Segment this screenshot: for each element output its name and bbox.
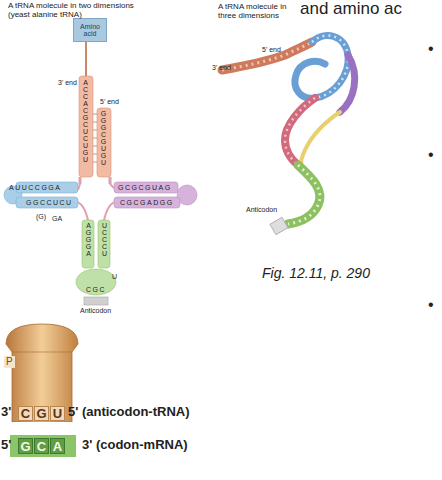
end-label: 3' end: [212, 64, 231, 72]
helix-anticodon: [288, 165, 320, 224]
site-rim: [12, 352, 72, 353]
t-arm-strand: [114, 182, 178, 193]
helix-stem: [285, 98, 315, 165]
base-sequence: AUUCCGGA: [9, 184, 61, 192]
anticodon-base: U: [50, 406, 65, 421]
base-letter: A: [53, 440, 62, 453]
anticodon-base: G: [34, 406, 49, 421]
part-label: Anticodon: [246, 206, 277, 214]
svg-shape: [93, 138, 97, 139]
site-letter: P: [4, 356, 15, 368]
codon-base: G: [18, 438, 33, 454]
base-sequence: CGC: [86, 286, 106, 294]
base-sequence: GCGCGUAG: [118, 184, 172, 192]
end-label: 3' end: [58, 79, 77, 87]
junction: [80, 177, 110, 184]
helix-d-arm: [295, 36, 348, 99]
svg-shape: [93, 114, 97, 115]
anticodon-strand: [98, 220, 110, 268]
base-sequence: AGGGA: [85, 222, 92, 257]
amino-link: [85, 42, 87, 77]
base-sequence: U: [112, 273, 117, 281]
anticodon-marker: [84, 297, 108, 305]
part-label: Anticodon: [80, 307, 111, 315]
figure-caption: Fig. 12.11, p. 290: [262, 266, 370, 281]
bullet: •: [428, 146, 434, 164]
helix-t-arm: [340, 55, 355, 112]
box-label: Amino acid: [74, 23, 106, 38]
anticodon-loop: [76, 269, 116, 295]
end-label: 5': [1, 438, 11, 452]
strand-label: 3' (codon-mRNA): [82, 438, 188, 452]
base-sequence: ACCACGCUCUGU: [82, 79, 89, 163]
base-sequence: GGGCGUGU: [100, 110, 107, 166]
svg-shape: [93, 154, 97, 155]
base-letter: C: [37, 440, 46, 453]
codon-base: C: [34, 438, 49, 454]
amino-acid-box: Amino acid: [73, 18, 107, 42]
junction: [78, 184, 114, 220]
figure-heading: A tRNA molecule in two dimensions (yeast…: [8, 2, 148, 20]
acceptor-strand: [79, 76, 93, 177]
variable-loop: [301, 112, 340, 172]
base-sequence: GA: [52, 215, 62, 223]
base-letter: C: [21, 407, 30, 420]
svg-shape: [93, 146, 97, 147]
svg-shape: [93, 122, 97, 123]
svg-shape: [93, 162, 97, 163]
t-arm-strand: [114, 197, 180, 208]
svg-shape: [93, 130, 97, 131]
anticodon-base: C: [18, 406, 33, 421]
anticodon-strand: [82, 220, 94, 268]
bullet: •: [428, 296, 434, 314]
base-letter: U: [53, 407, 62, 420]
anticodon-marker: [270, 217, 288, 234]
helix-rungs: [285, 98, 315, 165]
strand-label: 5' (anticodon-tRNA): [68, 405, 190, 419]
base-sequence: CGCGADGG: [120, 199, 174, 207]
ribosome-site: [6, 324, 78, 422]
end-label: 5' end: [262, 46, 281, 54]
acceptor-strand: [97, 108, 111, 177]
end-label: 5' end: [100, 98, 119, 106]
helix-rungs: [312, 36, 348, 98]
base-pairs: [93, 114, 97, 162]
end-label: 3': [1, 405, 11, 419]
bullet: •: [428, 40, 434, 58]
base-sequence: UCCCU: [101, 222, 108, 257]
base-letter: G: [36, 407, 46, 420]
codon-base: A: [50, 438, 65, 454]
base-sequence: GGCCUCU: [26, 199, 73, 207]
d-arm-strand: [16, 197, 78, 208]
base-letter: G: [20, 440, 30, 453]
base-sequence: (G): [36, 213, 46, 221]
slide-title: and amino ac: [300, 0, 402, 19]
figure-heading: A tRNA molecule in three dimensions: [218, 3, 306, 21]
mrna-bar: [10, 435, 76, 457]
helix-rungs: [288, 165, 320, 224]
